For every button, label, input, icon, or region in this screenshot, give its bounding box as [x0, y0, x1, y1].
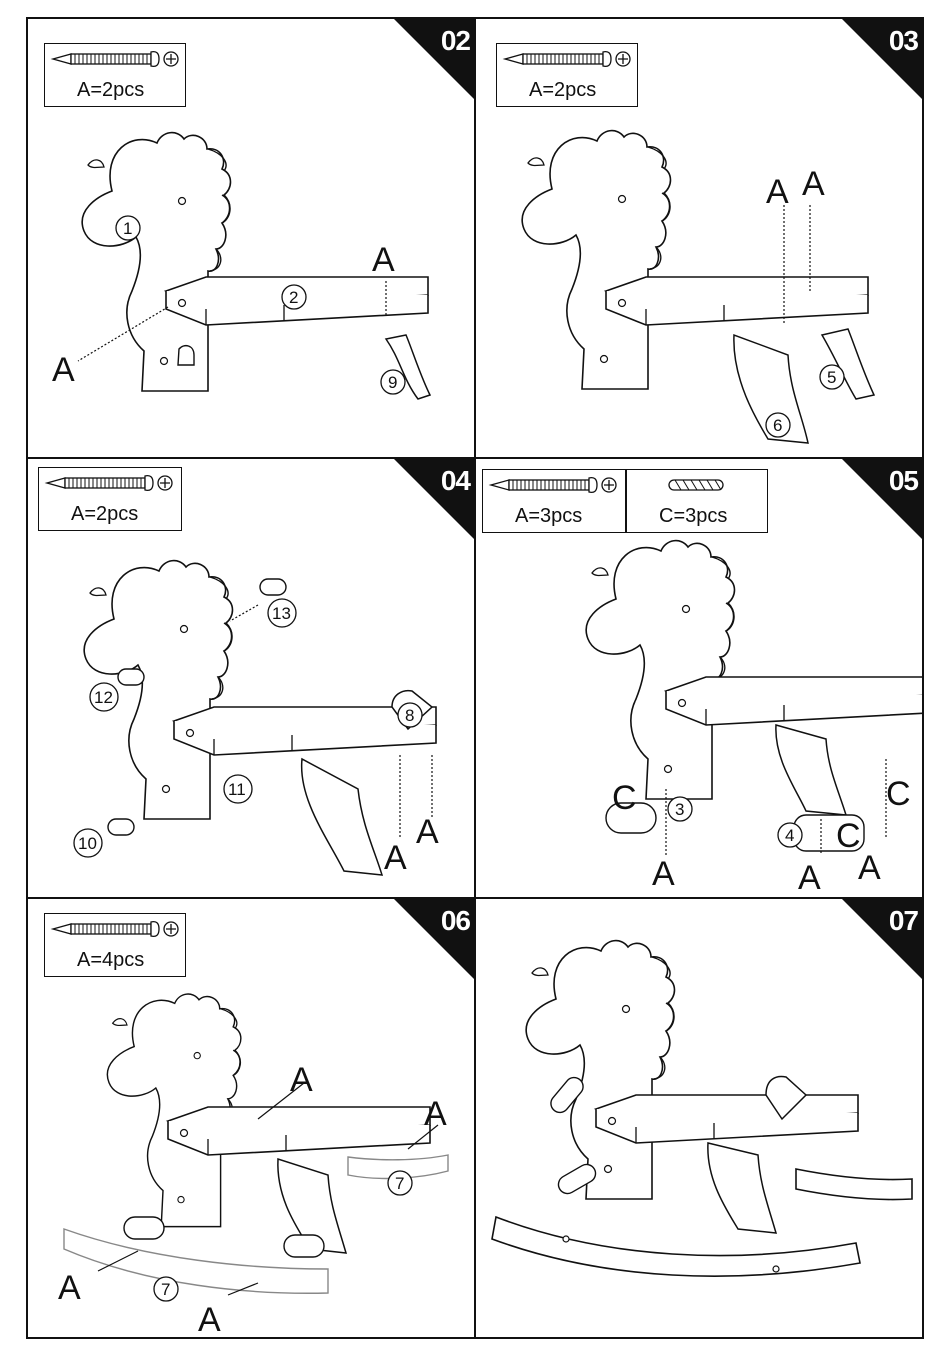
assembly-drawing	[476, 899, 922, 1337]
part-number: 7	[161, 1280, 170, 1299]
callout-C: C	[612, 779, 637, 817]
step-panel-04: 04 A=2pcs A A 8 10 11 12 13	[28, 459, 474, 897]
callout-A: A	[858, 849, 881, 887]
part-number: 7	[395, 1174, 404, 1193]
callout-A: A	[372, 241, 395, 279]
part-number: 4	[785, 826, 794, 845]
step-panel-07: 07	[476, 899, 922, 1337]
assembly-drawing: A A 5 6	[476, 19, 922, 457]
callout-C: C	[836, 817, 861, 855]
part-number: 1	[123, 219, 132, 238]
step-panel-06: 06 A=4pcs A A A A 7 7	[28, 899, 474, 1337]
assembly-drawing: A A 1 2 9	[28, 19, 474, 457]
callout-A: A	[52, 351, 75, 389]
part-number: 10	[78, 834, 97, 853]
part-number: 12	[94, 688, 113, 707]
assembly-drawing: A A A A 7 7	[28, 899, 474, 1337]
step-panel-03: 03 A=2pcs A A 5 6	[476, 19, 922, 457]
part-number: 11	[228, 780, 246, 799]
assembly-drawing: C C C A A A 3 4	[476, 459, 922, 897]
callout-A: A	[802, 165, 825, 203]
callout-A: A	[766, 173, 789, 211]
step-panel-05: 05 A=3pcs C=3pcs C C C A A A 3 4	[476, 459, 922, 897]
callout-A: A	[652, 855, 675, 893]
callout-A: A	[290, 1061, 313, 1099]
callout-A: A	[424, 1095, 447, 1133]
part-number: 9	[388, 373, 397, 392]
callout-A: A	[384, 839, 407, 877]
part-number: 8	[405, 706, 414, 725]
part-number: 3	[675, 800, 684, 819]
part-number: 5	[827, 368, 836, 387]
callout-A: A	[58, 1269, 81, 1307]
part-number: 2	[289, 288, 298, 307]
part-number: 6	[773, 416, 782, 435]
step-panel-02: 02 A=2pcs A A 1 2 9	[28, 19, 474, 457]
assembly-drawing: A A 8 10 11 12 13	[28, 459, 474, 897]
callout-A: A	[798, 859, 821, 897]
callout-A: A	[416, 813, 439, 851]
callout-C: C	[886, 775, 911, 813]
callout-A: A	[198, 1301, 221, 1337]
part-number: 13	[272, 604, 291, 623]
